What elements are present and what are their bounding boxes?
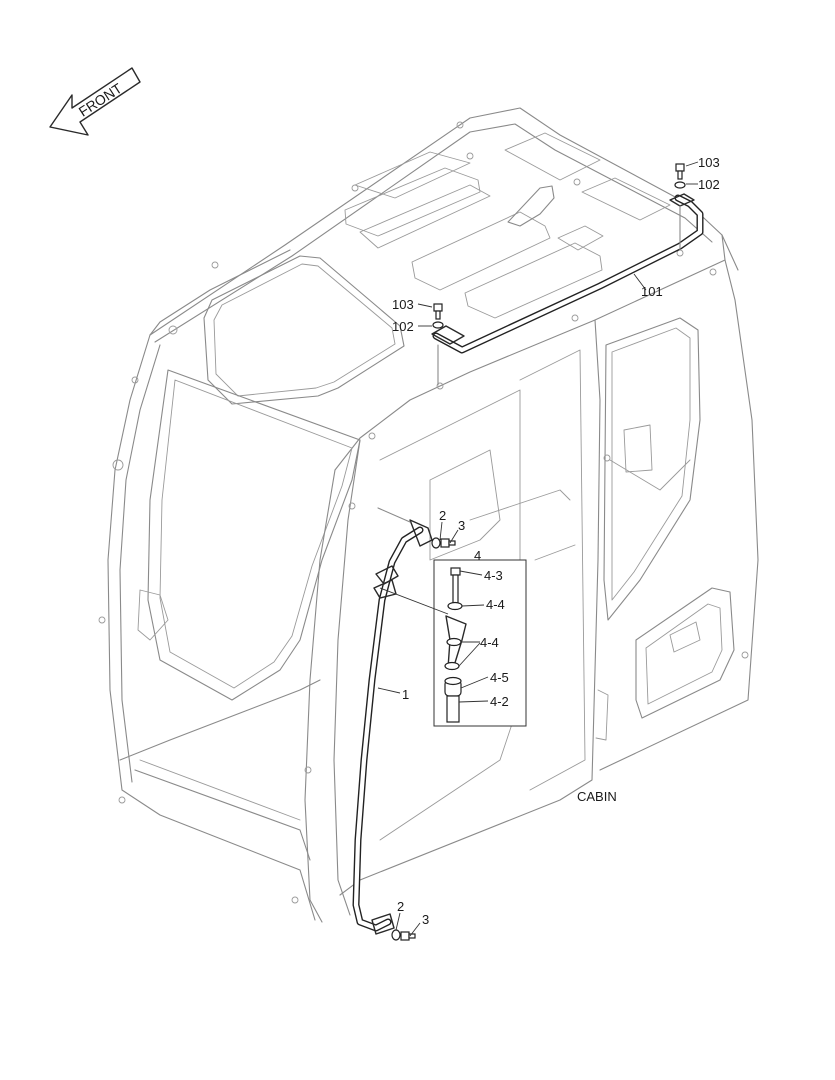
callout-4-5: 4-5 xyxy=(490,670,509,685)
front-label: FRONT xyxy=(76,80,126,120)
callout-3-upper: 3 xyxy=(458,518,465,533)
callout-103-right: 103 xyxy=(698,155,720,170)
callout-4-2: 4-2 xyxy=(490,694,509,709)
callout-4: 4 xyxy=(474,548,481,563)
door-grab-handle xyxy=(352,507,433,935)
callout-3-lower: 3 xyxy=(422,912,429,927)
callout-102-right: 102 xyxy=(698,177,720,192)
callout-2-upper: 2 xyxy=(439,508,446,523)
callout-103-left: 103 xyxy=(392,297,414,312)
callout-1: 1 xyxy=(402,687,409,702)
lower-bolt-set xyxy=(391,929,416,941)
callout-2-lower: 2 xyxy=(397,899,404,914)
assembly-label: CABIN xyxy=(577,789,617,804)
roof-bolt-right xyxy=(674,163,686,189)
callout-4-3: 4-3 xyxy=(484,568,503,583)
callout-4-4-upper: 4-4 xyxy=(486,597,505,612)
callout-4-4-lower: 4-4 xyxy=(480,635,499,650)
cabin-body xyxy=(98,107,759,923)
roof-handrail xyxy=(431,193,704,386)
upper-bolt-set xyxy=(431,537,456,549)
roof-bolt-left xyxy=(432,303,444,329)
leader-lines xyxy=(377,161,699,937)
front-arrow-icon xyxy=(49,67,141,136)
callout-102-left: 102 xyxy=(392,319,414,334)
callout-101: 101 xyxy=(641,284,663,299)
